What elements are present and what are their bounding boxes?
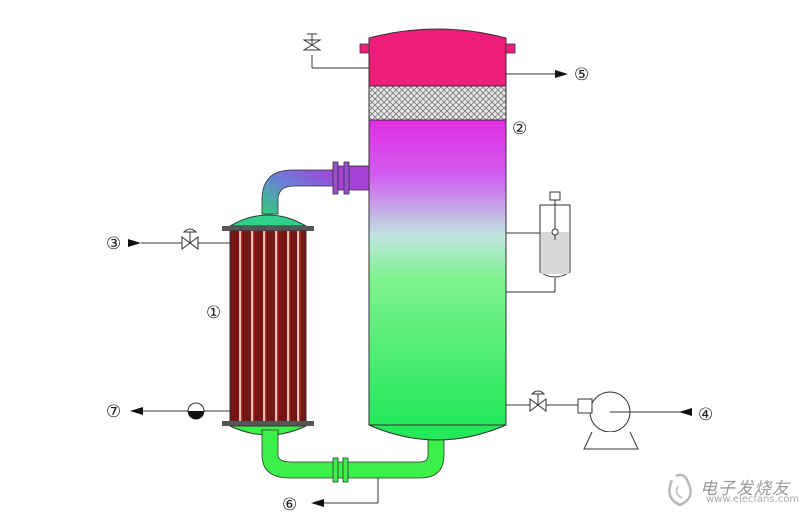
heater-exchanger [222,214,314,436]
feed-inlet-4 [506,390,692,450]
marker-4: ④ [698,405,713,425]
marker-7: ⑦ [106,402,121,422]
vapor-return-pipe [261,161,370,215]
marker-5: ⑤ [574,65,589,85]
watermark-text: 电子发烧友 [700,479,790,499]
marker-3: ③ [106,234,121,254]
steam-inlet-3 [128,228,230,250]
demister-mesh [368,85,507,121]
separator-column [359,28,516,441]
column-top-head [368,28,507,87]
watermark-url: www.elecfans.com [706,494,800,505]
marker-6: ⑥ [282,495,297,515]
outlet-5: ⑤ [506,65,589,85]
level-gauge [506,191,571,293]
marker-2: ② [512,119,527,139]
condensate-outlet-7 [130,402,230,420]
circulation-pipe [261,429,445,507]
vent-valve [302,33,369,69]
watermark-logo-icon [668,473,692,507]
marker-1: ① [206,303,221,323]
